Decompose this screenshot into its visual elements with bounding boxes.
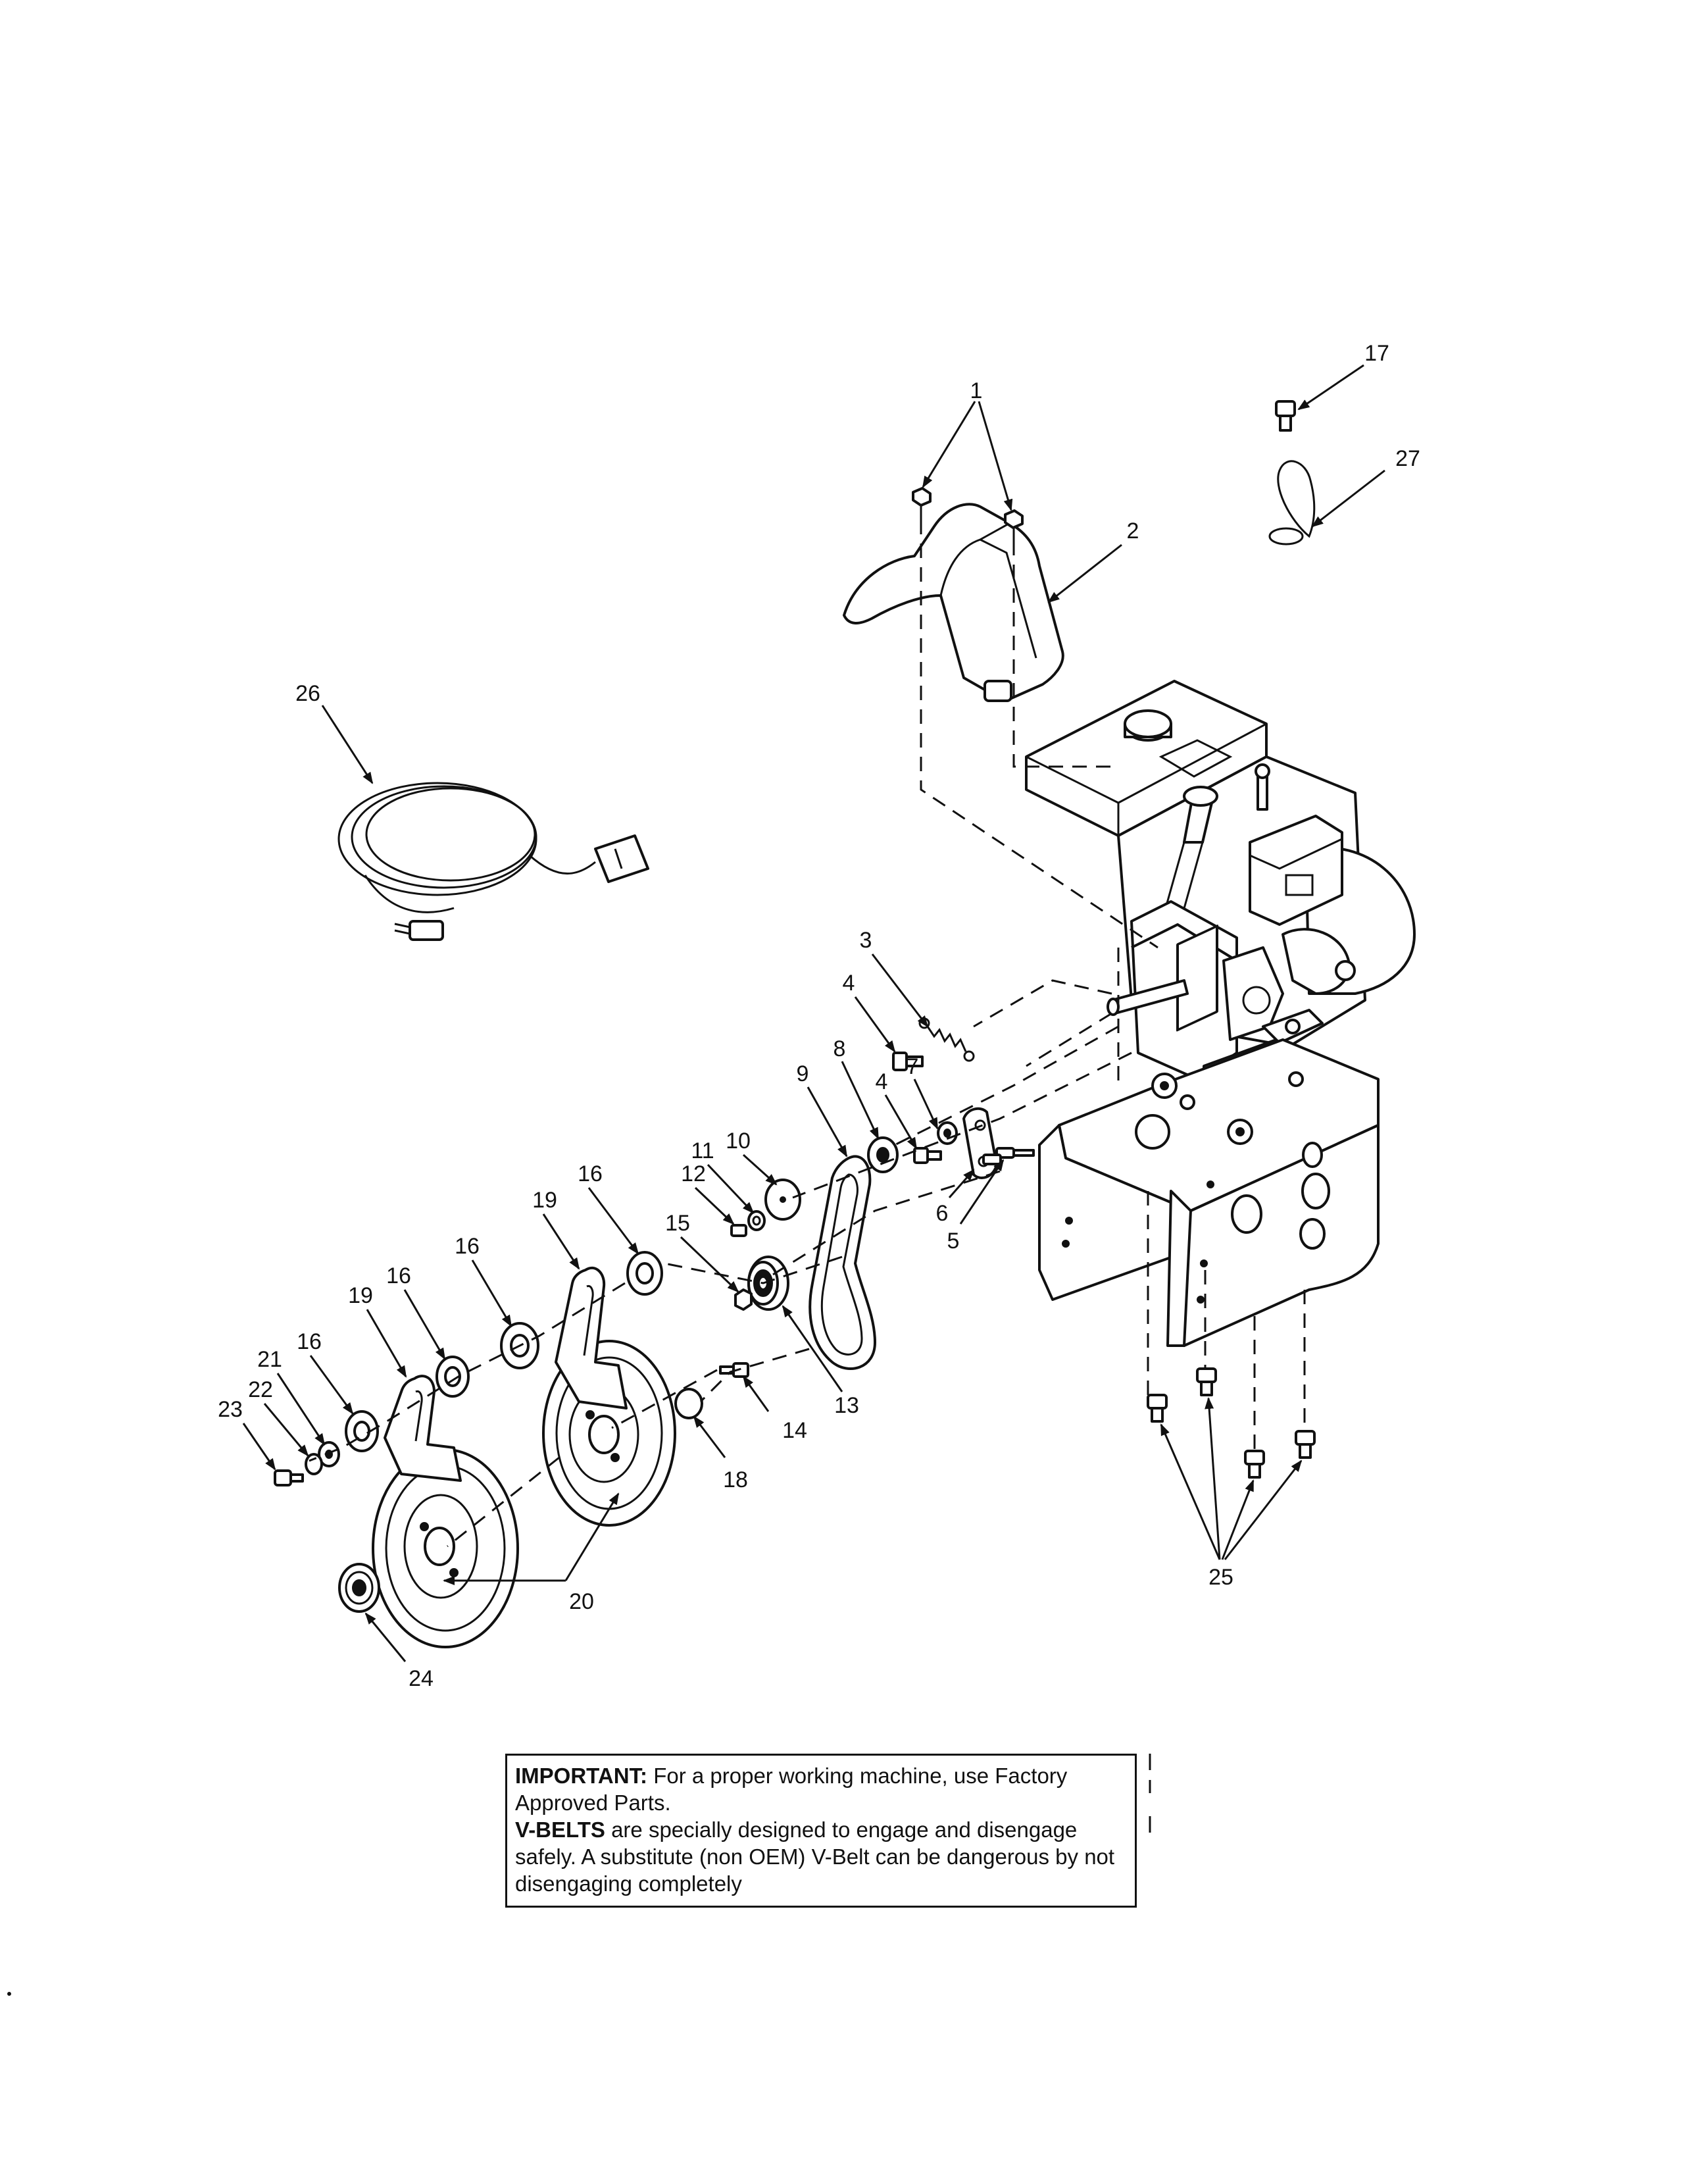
callout-4-lower: 4 bbox=[876, 1069, 888, 1094]
extension-cord bbox=[337, 782, 649, 941]
callout-5: 5 bbox=[947, 1229, 960, 1254]
spring bbox=[918, 1017, 975, 1062]
washer-16-a bbox=[626, 1251, 663, 1296]
washer-22 bbox=[305, 1453, 323, 1475]
hex-nut-left bbox=[912, 487, 932, 520]
callout-23: 23 bbox=[218, 1397, 243, 1422]
alignment-lines bbox=[309, 520, 1306, 1548]
hairpin-clip bbox=[1268, 460, 1316, 546]
callout-16-c: 16 bbox=[386, 1263, 411, 1288]
callout-17: 17 bbox=[1364, 341, 1389, 366]
callout-10: 10 bbox=[726, 1129, 751, 1154]
callout-24: 24 bbox=[409, 1666, 434, 1691]
callout-16-a: 16 bbox=[578, 1161, 603, 1186]
frame bbox=[1038, 1038, 1380, 1347]
callout-9: 9 bbox=[797, 1061, 809, 1086]
washer-16-c bbox=[435, 1356, 470, 1398]
callout-7: 7 bbox=[907, 1054, 919, 1079]
callout-1: 1 bbox=[970, 378, 983, 403]
callout-16-d: 16 bbox=[297, 1329, 322, 1354]
bolt-upper bbox=[892, 1052, 924, 1071]
callout-4-upper: 4 bbox=[843, 971, 855, 996]
washer-21 bbox=[318, 1441, 340, 1467]
edge-marks bbox=[7, 1754, 1151, 1996]
callout-26: 26 bbox=[295, 681, 320, 706]
pulley-20-small bbox=[372, 1448, 519, 1648]
callout-27: 27 bbox=[1395, 446, 1420, 471]
hex-nut-right bbox=[1004, 509, 1024, 541]
callout-8: 8 bbox=[834, 1036, 846, 1061]
callout-19-upper: 19 bbox=[532, 1188, 557, 1213]
idler-pulley-8 bbox=[867, 1136, 899, 1173]
callout-6: 6 bbox=[936, 1201, 949, 1226]
callout-3: 3 bbox=[860, 928, 872, 953]
washer-18 bbox=[674, 1388, 703, 1419]
important-text: For a proper working machine, use Factor… bbox=[515, 1764, 1068, 1815]
nut-15 bbox=[734, 1288, 753, 1311]
callout-numbers: 1 2 3 4 4 5 6 7 8 9 10 11 12 13 14 15 16… bbox=[218, 341, 1420, 1691]
callout-22: 22 bbox=[248, 1377, 273, 1402]
bolt-12 bbox=[730, 1224, 747, 1237]
callout-13: 13 bbox=[834, 1393, 859, 1418]
washer-16-d bbox=[345, 1410, 379, 1452]
belt-cover bbox=[843, 503, 1064, 702]
hub-24 bbox=[338, 1563, 380, 1613]
callout-16-b: 16 bbox=[455, 1234, 480, 1259]
small-bolt bbox=[1275, 400, 1296, 432]
engine bbox=[1025, 680, 1416, 1100]
idler-bracket bbox=[962, 1107, 998, 1179]
bolt-23 bbox=[274, 1469, 304, 1486]
callout-19-lower: 19 bbox=[348, 1283, 373, 1308]
callout-2: 2 bbox=[1127, 519, 1139, 544]
callout-14: 14 bbox=[782, 1418, 807, 1443]
callout-11: 11 bbox=[691, 1138, 714, 1163]
washer-10 bbox=[764, 1179, 801, 1221]
vbelts-text: are specially designed to engage and dis… bbox=[515, 1817, 1115, 1896]
important-label: IMPORTANT: bbox=[515, 1764, 648, 1788]
washer-7 bbox=[937, 1121, 958, 1145]
v-belt-19-lower bbox=[384, 1375, 462, 1482]
callout-18: 18 bbox=[723, 1467, 748, 1492]
bolt-middle bbox=[913, 1147, 942, 1164]
important-note-box: IMPORTANT: For a proper working machine,… bbox=[505, 1754, 1137, 1908]
frame-bolts bbox=[1147, 1367, 1316, 1479]
callout-12: 12 bbox=[681, 1161, 706, 1186]
nut-11 bbox=[747, 1210, 766, 1231]
leader-lines bbox=[242, 364, 1385, 1662]
v-belt-9 bbox=[809, 1155, 876, 1370]
callout-25: 25 bbox=[1208, 1565, 1233, 1590]
pulley-13 bbox=[747, 1256, 789, 1311]
v-belt-19-upper bbox=[555, 1266, 628, 1409]
vbelts-label: V-BELTS bbox=[515, 1817, 605, 1842]
callout-15: 15 bbox=[665, 1211, 690, 1236]
callout-20: 20 bbox=[569, 1589, 594, 1614]
callout-21: 21 bbox=[257, 1347, 282, 1372]
